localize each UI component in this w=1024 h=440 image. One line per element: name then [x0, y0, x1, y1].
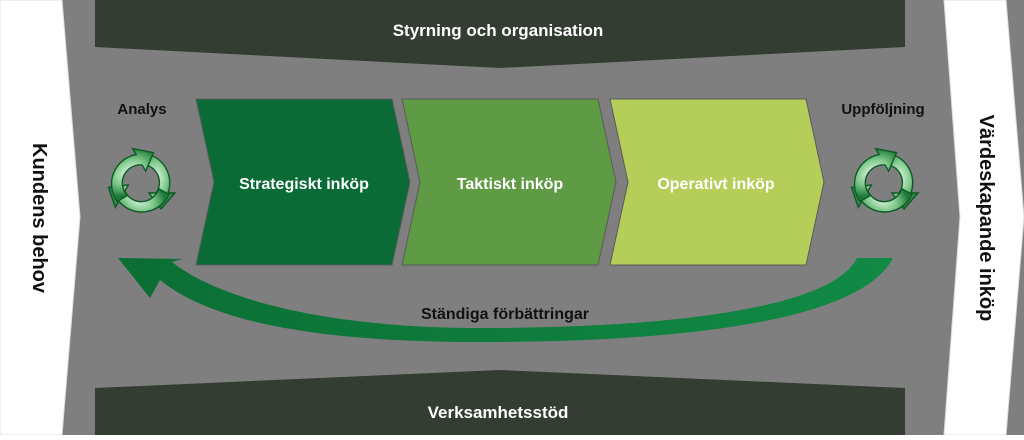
process-step-operative	[609, 98, 825, 266]
cycle-left-label: Analys	[117, 101, 166, 118]
improvement-arrow	[118, 258, 893, 342]
left-panel	[0, 0, 81, 436]
top-bar-label: Styrning och organisation	[393, 21, 604, 40]
process-step-strategic	[195, 98, 411, 266]
left-panel-label: Kundens behov	[28, 143, 50, 294]
right-panel-label: Värdeskapande inköp	[975, 115, 997, 322]
bottom-bar	[95, 370, 905, 435]
bottom-bar-label: Verksamhetsstöd	[428, 403, 569, 422]
process-step-strategic-label: Strategiskt inköp	[239, 176, 369, 193]
process-step-operative-label: Operativt inköp	[657, 176, 775, 193]
process-step-tactical	[401, 98, 617, 266]
top-bar	[95, 0, 905, 68]
process-step-tactical-label: Taktiskt inköp	[457, 176, 564, 193]
improvement-arrow-label: Ständiga förbättringar	[421, 306, 589, 323]
cycle-right-label: Uppföljning	[841, 101, 924, 118]
